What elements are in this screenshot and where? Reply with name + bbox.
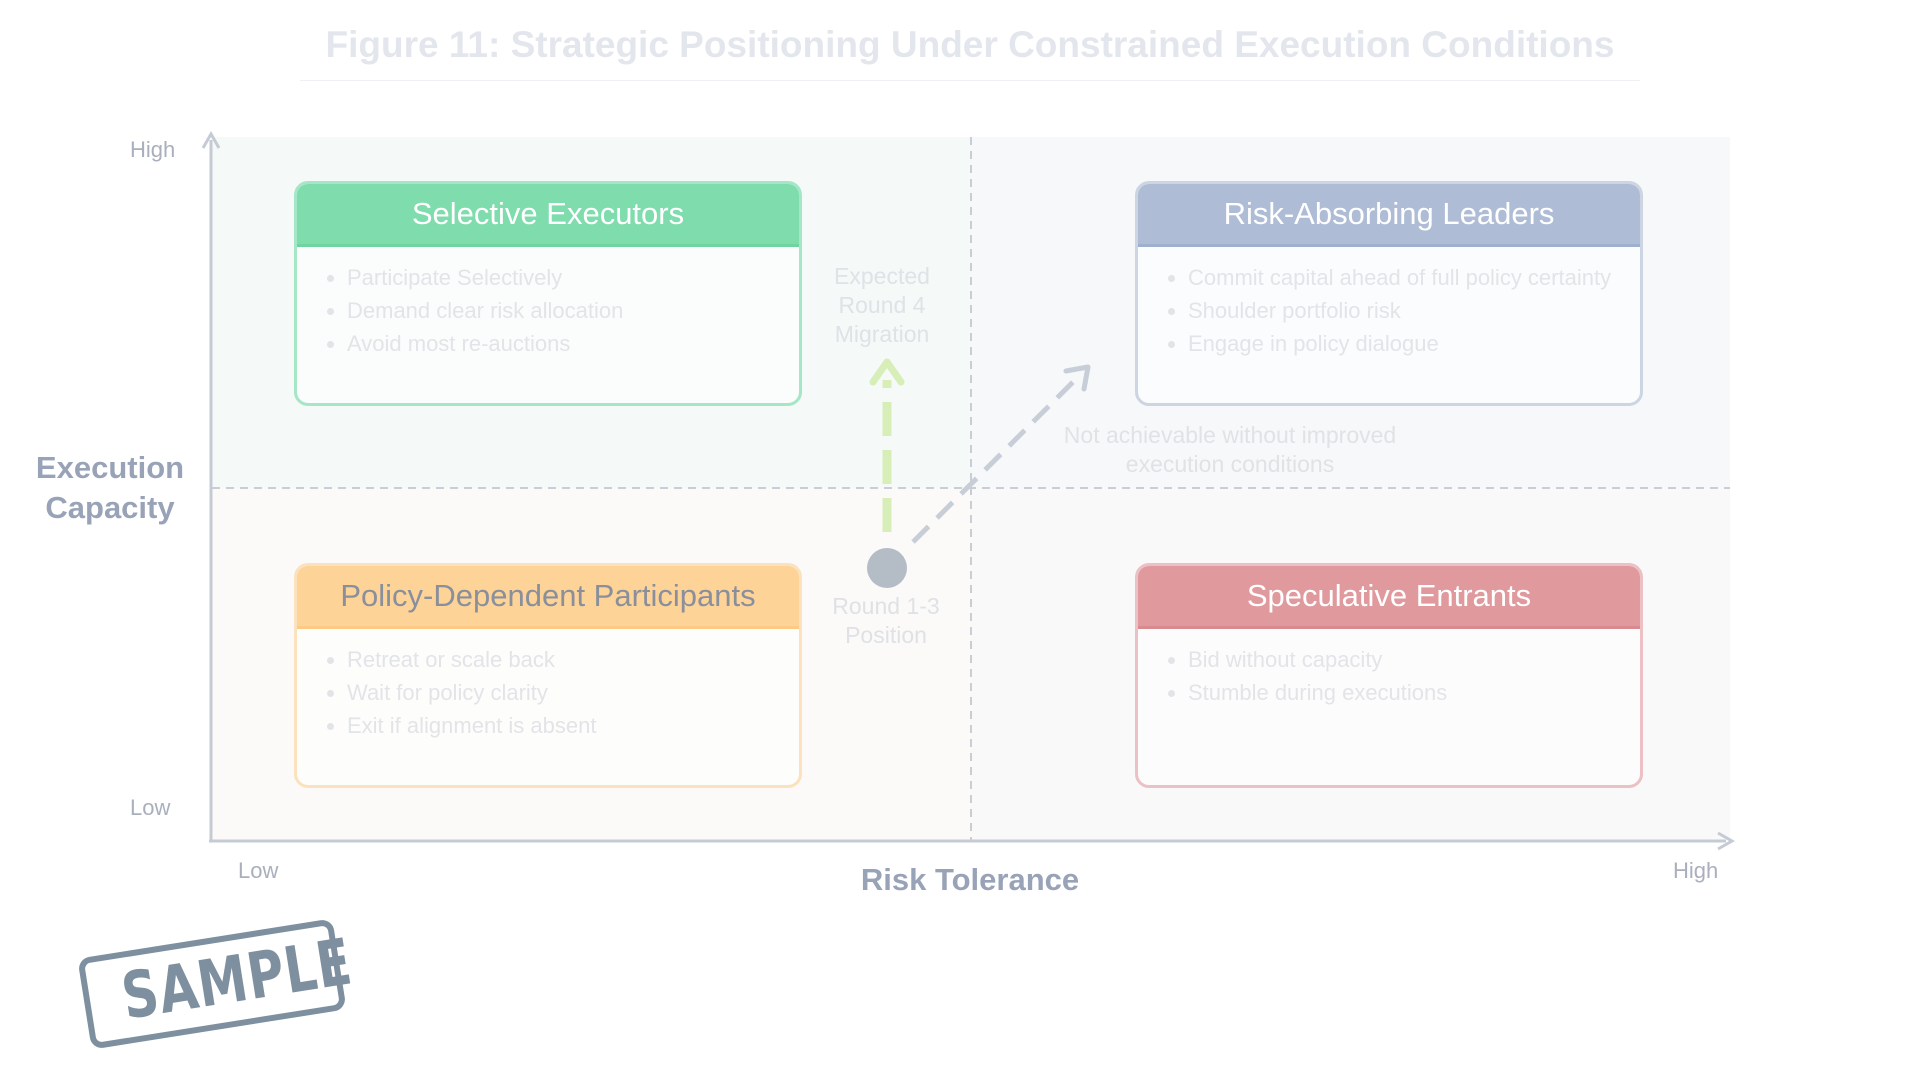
x-axis-arrowhead (1717, 831, 1736, 851)
y-axis-title: Execution Capacity (35, 450, 185, 525)
quadrant-bullet: Shoulder portfolio risk (1188, 294, 1620, 327)
quadrant-bullet: Commit capital ahead of full policy cert… (1188, 261, 1620, 294)
blocked-arrow-head (1063, 364, 1091, 392)
y-axis-low-label: Low (130, 795, 171, 820)
current-position-label: Round 1-3 Position (832, 593, 940, 648)
x-axis-title: Risk Tolerance (860, 862, 1080, 897)
quadrant-bullet-list: Participate Selectively Demand clear ris… (297, 261, 799, 360)
x-axis-low-label: Low (238, 858, 279, 883)
x-axis-high-label: High (1673, 858, 1719, 883)
quadrant-bullet: Participate Selectively (347, 261, 779, 294)
quadrant-card-title: Speculative Entrants (1138, 566, 1640, 629)
quadrant-bullet: Exit if alignment is absent (347, 709, 779, 742)
migration-arrow-head (869, 358, 905, 386)
quadrant-bullet-list: Commit capital ahead of full policy cert… (1138, 261, 1640, 360)
quadrant-card-title: Policy-Dependent Participants (297, 566, 799, 629)
quadrant-bullet: Avoid most re-auctions (347, 327, 779, 360)
quadrant-card-policy-dependent-participants: Policy-Dependent Participants Retreat or… (294, 563, 802, 788)
expected-migration-label: Expected Round 4 Migration (834, 263, 930, 347)
quadrant-bullet: Bid without capacity (1188, 643, 1620, 676)
quadrant-bullet: Retreat or scale back (347, 643, 779, 676)
not-achievable-note: Not achievable without improved executio… (1063, 422, 1397, 477)
quadrant-bullet-list: Bid without capacity Stumble during exec… (1138, 643, 1640, 709)
blocked-arrow-shaft (911, 375, 1080, 544)
quadrant-card-title: Risk-Absorbing Leaders (1138, 184, 1640, 247)
figure-title: Figure 11: Strategic Positioning Under C… (325, 24, 1615, 65)
quadrant-bullet: Stumble during executions (1188, 676, 1620, 709)
quadrant-card-speculative-entrants: Speculative Entrants Bid without capacit… (1135, 563, 1643, 788)
quadrant-bullet: Demand clear risk allocation (347, 294, 779, 327)
quadrant-bullet: Wait for policy clarity (347, 676, 779, 709)
quadrant-bullet: Engage in policy dialogue (1188, 327, 1620, 360)
y-axis-high-label: High (130, 137, 176, 162)
title-divider (300, 80, 1640, 81)
quadrant-card-title: Selective Executors (297, 184, 799, 247)
y-axis-arrowhead (201, 130, 221, 149)
position-dot (867, 548, 907, 588)
quadrant-card-selective-executors: Selective Executors Participate Selectiv… (294, 181, 802, 406)
quadrant-bullet-list: Retreat or scale back Wait for policy cl… (297, 643, 799, 742)
quadrant-card-risk-absorbing-leaders: Risk-Absorbing Leaders Commit capital ah… (1135, 181, 1643, 406)
